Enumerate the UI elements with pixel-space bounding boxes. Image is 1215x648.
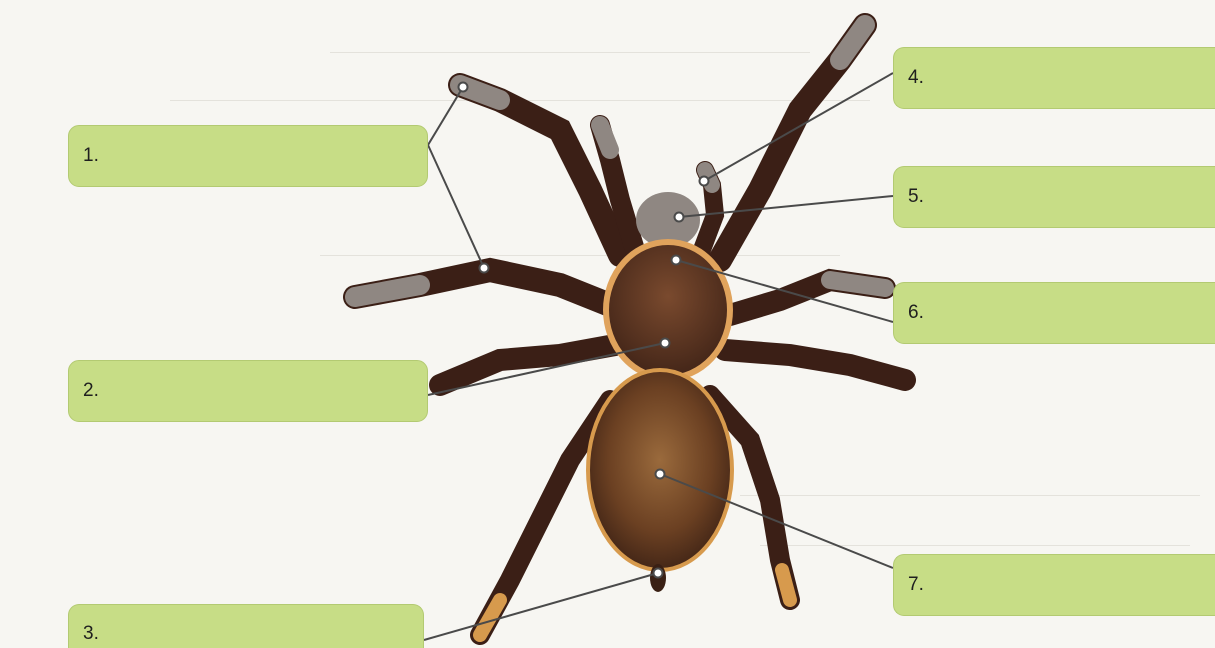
label-number-5: 5.: [908, 186, 924, 208]
label-number-6: 6.: [908, 302, 924, 324]
dot-1b: [480, 264, 489, 273]
leg-left-3-tip: [355, 285, 420, 297]
leg-left-1: [460, 85, 620, 255]
dot-2: [661, 339, 670, 348]
label-box-3[interactable]: 3.: [68, 604, 424, 648]
dot-3: [654, 569, 663, 578]
label-box-5[interactable]: 5.: [893, 166, 1215, 228]
leg-left-5-tip: [480, 600, 500, 635]
label-box-6[interactable]: 6.: [893, 282, 1215, 344]
label-box-4[interactable]: 4.: [893, 47, 1215, 109]
dot-7: [656, 470, 665, 479]
dot-1a: [459, 83, 468, 92]
leader-1: [428, 87, 484, 268]
dot-4: [700, 177, 709, 186]
dot-5: [675, 213, 684, 222]
label-box-2[interactable]: 2.: [68, 360, 428, 422]
leader-4: [704, 73, 893, 181]
leg-right-3-tip: [830, 280, 885, 288]
label-number-7: 7.: [908, 574, 924, 596]
label-number-2: 2.: [83, 380, 99, 402]
leg-left-2-tip: [600, 125, 610, 150]
leader-3: [424, 573, 658, 640]
dot-6: [672, 256, 681, 265]
label-number-1: 1.: [83, 145, 99, 167]
cephalothorax: [606, 242, 730, 378]
label-number-4: 4.: [908, 67, 924, 89]
leg-right-1-tip: [840, 25, 865, 60]
leg-left-4: [440, 345, 615, 385]
leg-right-5-tip: [782, 570, 790, 600]
leg-right-4: [725, 350, 905, 380]
label-number-3: 3.: [83, 623, 99, 645]
label-box-1[interactable]: 1.: [68, 125, 428, 187]
label-box-7[interactable]: 7.: [893, 554, 1215, 616]
